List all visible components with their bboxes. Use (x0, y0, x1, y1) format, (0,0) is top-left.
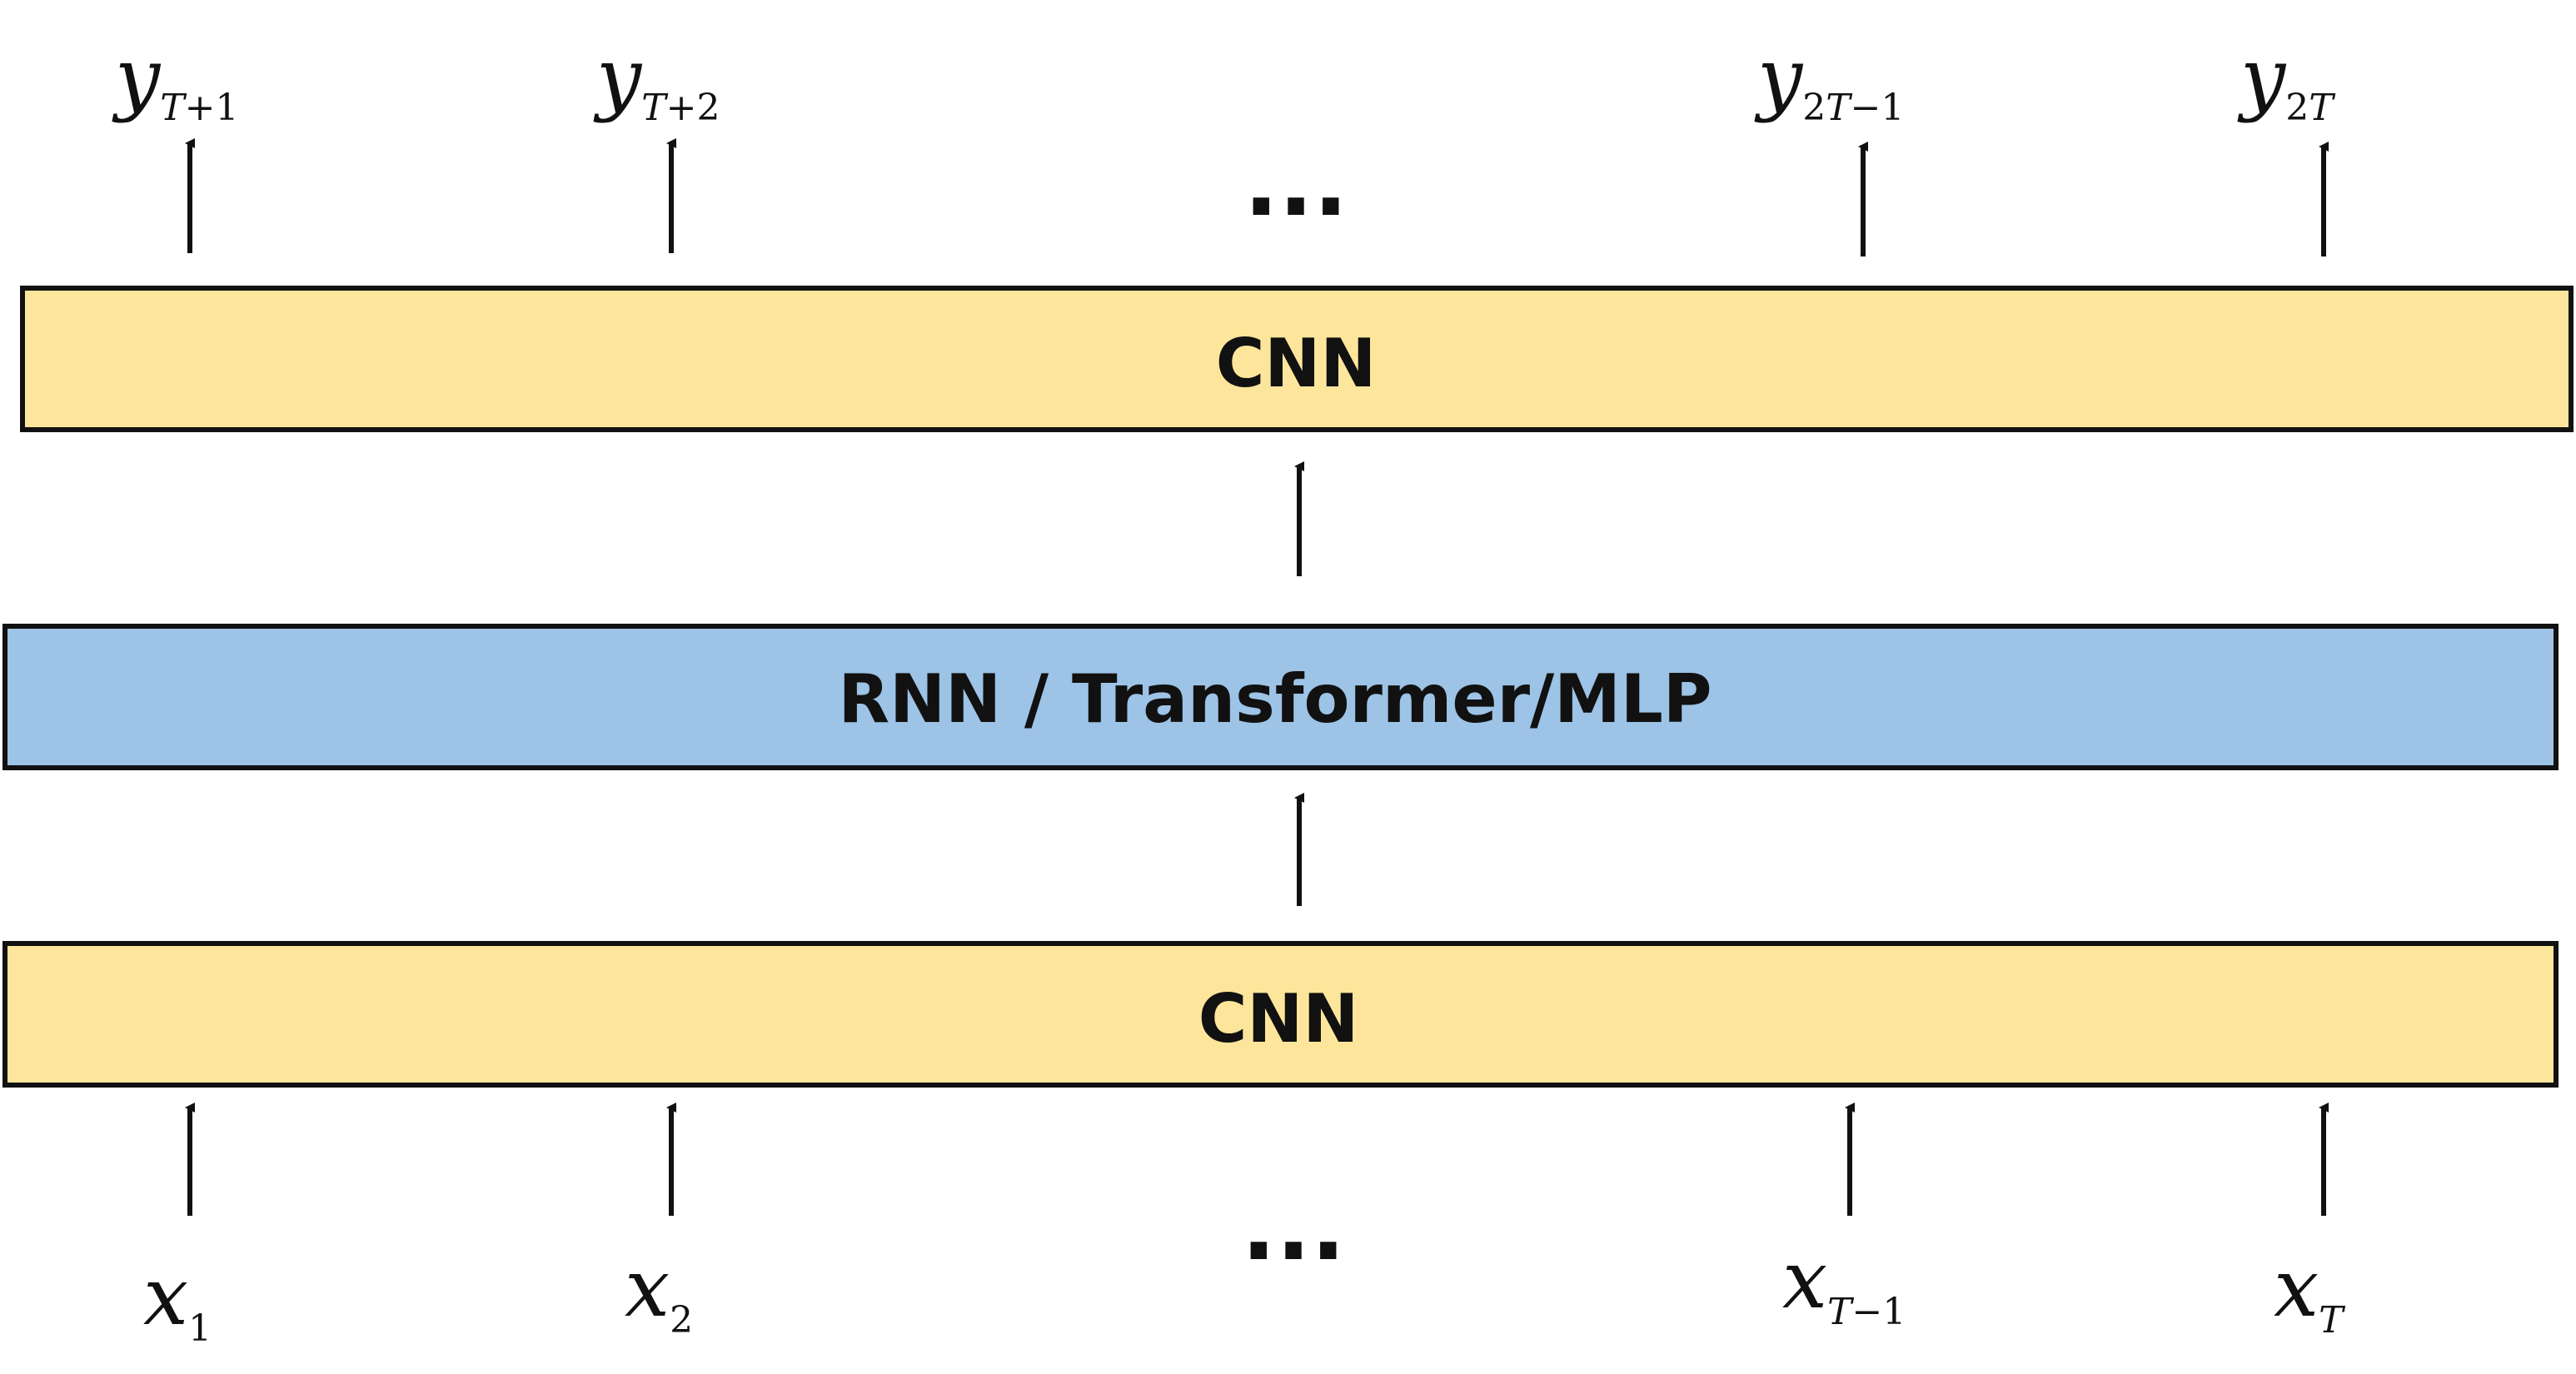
output-label-2: yT+2 (593, 31, 720, 129)
input-label-2: x2 (625, 1242, 693, 1342)
bottom-cnn-box (2, 941, 2559, 1088)
input-label-1: x1 (143, 1250, 212, 1350)
input-label-3: xT−1 (1782, 1233, 1906, 1333)
top-cnn-label: CNN (1216, 325, 1377, 402)
middle-model-label: RNN / Transformer/MLP (839, 660, 1712, 738)
top-cnn-box (20, 286, 2574, 432)
output-label-4: y2T (2237, 31, 2336, 129)
output-ellipsis: ··· (1243, 153, 1348, 260)
output-label-3: y2T−1 (1754, 31, 1904, 129)
output-label-1: yT+1 (112, 31, 238, 129)
bottom-cnn-label: CNN (1198, 980, 1359, 1058)
input-ellipsis: ··· (1241, 1197, 1345, 1304)
middle-model-box (2, 624, 2559, 770)
input-label-4: xT (2274, 1242, 2346, 1342)
